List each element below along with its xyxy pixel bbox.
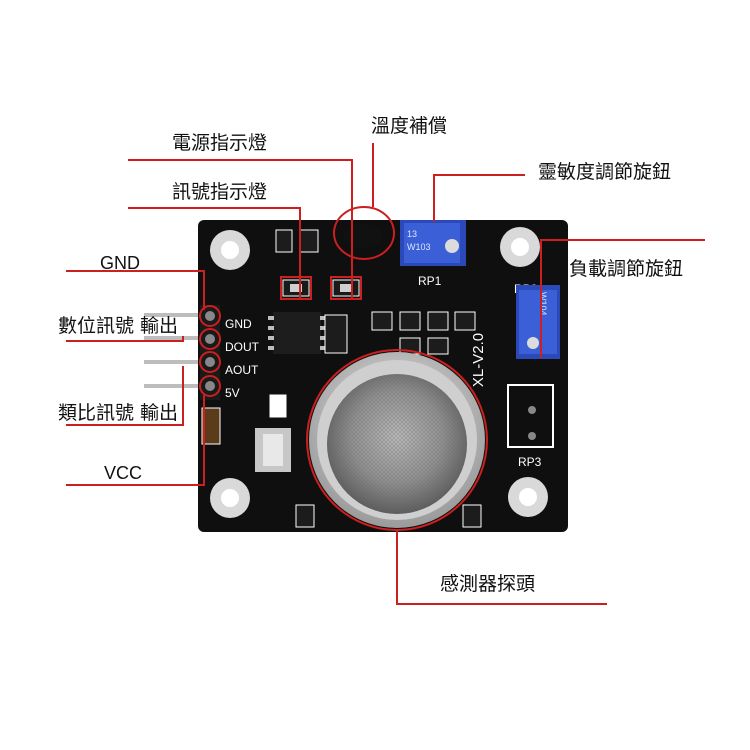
label-vcc: VCC bbox=[104, 463, 143, 483]
header-pins bbox=[144, 313, 204, 388]
rp1-label: RP1 bbox=[418, 274, 442, 288]
label-power-led: 電源指示燈 bbox=[172, 132, 268, 154]
svg-text:W104: W104 bbox=[538, 292, 548, 316]
label-sensor-head: 感測器探頭 bbox=[440, 573, 536, 595]
label-signal-led: 訊號指示燈 bbox=[172, 181, 268, 203]
svg-text:W103: W103 bbox=[407, 242, 431, 252]
pcb-board: GND DOUT AOUT 5V XL-V2.0 bbox=[198, 220, 568, 532]
annotations bbox=[66, 143, 705, 605]
rp3-label: RP3 bbox=[518, 455, 542, 469]
rp3-footprint bbox=[507, 384, 554, 448]
label-load-knob: 負載調節旋鈕 bbox=[569, 258, 684, 280]
label-temp-comp: 溫度補償 bbox=[371, 115, 448, 137]
pin-label-dout: DOUT bbox=[225, 340, 260, 354]
pin-label-5v: 5V bbox=[225, 386, 240, 400]
label-analog-out: 類比訊號 輸出 bbox=[58, 402, 179, 424]
pin-label-aout: AOUT bbox=[225, 363, 259, 377]
label-digital-out: 數位訊號 輸出 bbox=[58, 315, 179, 337]
ic-chip bbox=[273, 312, 321, 354]
svg-text:13: 13 bbox=[407, 229, 417, 239]
board-version: XL-V2.0 bbox=[470, 333, 487, 387]
label-sensitivity-knob: 靈敏度調節旋鈕 bbox=[538, 161, 672, 183]
thermistor bbox=[343, 224, 383, 248]
gas-sensor-head bbox=[309, 352, 485, 528]
label-gnd: GND bbox=[100, 253, 140, 273]
pin-label-gnd: GND bbox=[225, 317, 252, 331]
